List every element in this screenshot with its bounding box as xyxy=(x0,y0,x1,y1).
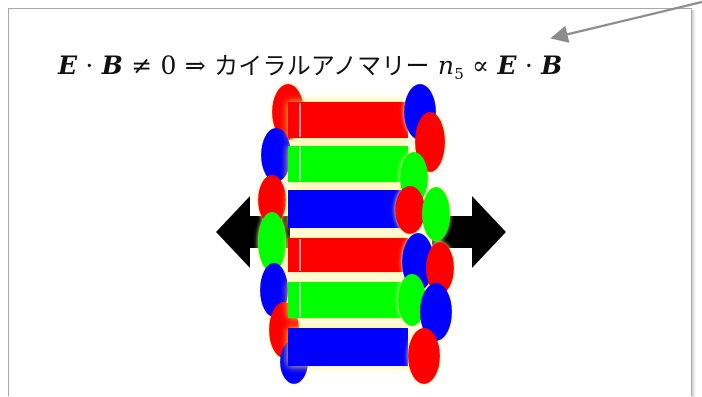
blue-bar xyxy=(288,190,408,228)
formula-b2: B xyxy=(541,51,563,80)
right-green-ellipse xyxy=(398,274,426,326)
right-blue-ellipse xyxy=(420,283,452,341)
left-blue-ellipse xyxy=(261,128,291,182)
green-bar xyxy=(288,282,408,318)
right-red-ellipse xyxy=(426,242,454,294)
pointer-arrow xyxy=(550,0,702,43)
right-red-ellipse xyxy=(415,112,445,172)
formula-anomaly-text: カイラルアノマリー xyxy=(214,52,430,80)
formula-e2: E xyxy=(497,51,517,80)
right-fermion-column xyxy=(395,84,454,384)
formula-e: E xyxy=(58,51,78,80)
quark-bars xyxy=(288,102,408,366)
formula-neq-implies: ≠ 0 ⇒ xyxy=(131,51,206,80)
anomaly-formula: E · B ≠ 0 ⇒ カイラルアノマリー n5 ∝ E · B xyxy=(58,50,698,90)
formula-n-subscript: 5 xyxy=(454,65,464,83)
right-arrow-icon xyxy=(432,196,506,268)
formula-dot2: · xyxy=(524,51,533,80)
left-red-ellipse xyxy=(258,175,286,225)
right-green-ellipse xyxy=(422,187,450,241)
formula-b: B xyxy=(101,51,124,80)
right-red-ellipse xyxy=(408,328,440,384)
blue-bar xyxy=(288,328,408,366)
formula-proportional: ∝ xyxy=(472,51,490,80)
left-arrow-icon xyxy=(216,196,290,268)
slide-edge-shadow xyxy=(692,10,696,397)
red-bar xyxy=(288,102,408,138)
right-red-ellipse xyxy=(395,186,425,234)
formula-n: n xyxy=(437,51,455,80)
green-bar xyxy=(288,146,408,182)
left-green-ellipse xyxy=(258,212,286,272)
red-bar xyxy=(288,238,408,272)
formula-dot: · xyxy=(85,51,94,80)
